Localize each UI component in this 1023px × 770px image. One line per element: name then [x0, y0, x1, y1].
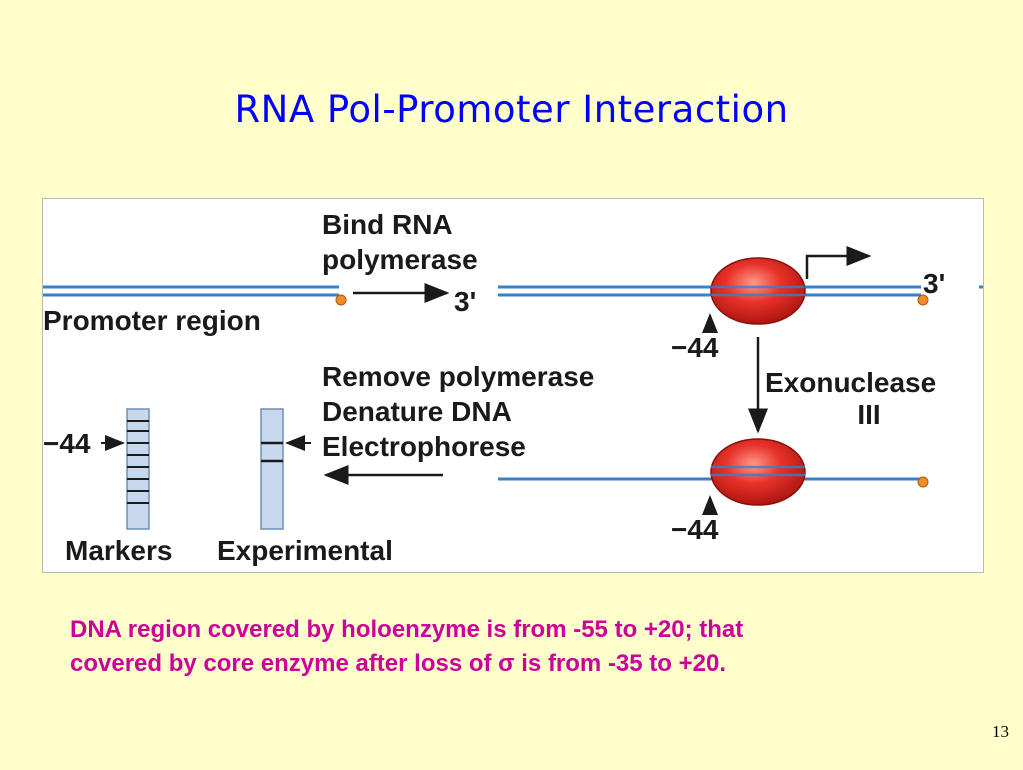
polymerase-label: polymerase: [322, 244, 478, 275]
markers-gel-lane: [126, 408, 150, 530]
experimental-gel-lane: [260, 408, 284, 530]
experimental-label: Experimental: [217, 535, 393, 566]
exonuclease-label: Exonuclease: [765, 367, 936, 398]
markers-label: Markers: [65, 535, 172, 566]
exonuclease-iii-label: III: [857, 399, 880, 430]
promoter-region-label: Promoter region: [43, 305, 261, 336]
three-prime-label-right: 3': [923, 268, 945, 299]
slide-title: RNA Pol-Promoter Interaction: [234, 88, 789, 131]
transcription-start-arrow: [805, 246, 872, 279]
bound-complex-top: [498, 257, 929, 325]
position-label-bottom: −44: [671, 514, 719, 545]
end-label-dot: [335, 294, 347, 306]
end-label-dot: [917, 476, 929, 488]
promoter-footprint-diagram: Promoter region Bind RNA polymerase 3' 3…: [42, 198, 984, 573]
marker-position-label: −44: [43, 428, 91, 459]
caption-line-2: covered by core enzyme after loss of σ i…: [70, 650, 726, 677]
promoter-dna-strand: [43, 285, 347, 306]
caption: DNA region covered by holoenzyme is from…: [70, 613, 990, 681]
bound-complex-bottom: [498, 438, 929, 506]
rna-polymerase: [710, 438, 806, 506]
electrophorese-label: Electrophorese: [322, 431, 526, 462]
caption-line-1: DNA region covered by holoenzyme is from…: [70, 616, 744, 643]
position-label-top: −44: [671, 332, 719, 363]
end-label-dot: [917, 294, 929, 306]
page-number: 13: [992, 722, 1009, 741]
denature-dna-label: Denature DNA: [322, 396, 512, 427]
remove-polymerase-label: Remove polymerase: [322, 361, 594, 392]
three-prime-label-mid: 3': [454, 286, 476, 317]
rna-polymerase: [710, 257, 806, 325]
bind-rna-label: Bind RNA: [322, 209, 453, 240]
